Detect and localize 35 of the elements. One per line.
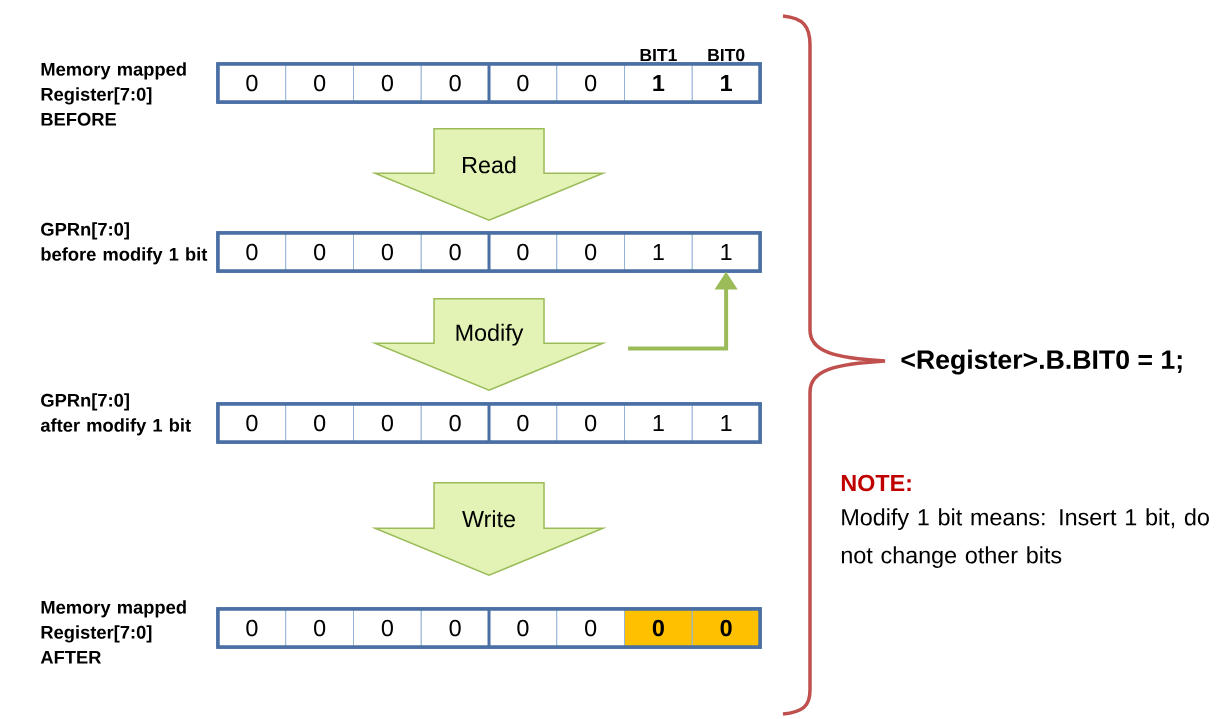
bit-cell: 0 — [624, 608, 693, 648]
bit-cell: 1 — [624, 403, 693, 443]
arrow-label: Write — [462, 510, 515, 528]
bit-cell: 0 — [285, 63, 354, 103]
block-arrow — [371, 482, 607, 577]
bit-cell: 0 — [420, 608, 490, 648]
row-label: GPRn[7:0] before modify 1 bit — [41, 222, 208, 265]
bit-cell: 0 — [556, 403, 625, 443]
note-text: Modify 1 bit means: Insert 1 bit, do not change other bits — [841, 508, 1209, 569]
arrow-label: Modify — [456, 323, 524, 346]
bit-cell: 0 — [420, 403, 490, 443]
bit-cell: 1 — [624, 63, 693, 103]
bit-cell: 0 — [556, 608, 625, 648]
code-statement: <Register>.B.BIT0 = 1; — [901, 349, 1182, 375]
bit-cell: 0 — [353, 403, 422, 443]
row-label: Memory mapped Register[7:0] BEFORE — [41, 62, 186, 126]
bit-cell: 0 — [353, 232, 422, 272]
bit-cell: 0 — [556, 63, 625, 103]
bit-cell: 0 — [556, 232, 625, 272]
block-arrow — [371, 298, 607, 392]
bit-label: BIT0 — [708, 48, 745, 62]
block-arrow — [371, 128, 607, 222]
row-label: GPRn[7:0] after modify 1 bit — [40, 393, 191, 436]
bit-cell: 0 — [353, 63, 422, 103]
bit-cell: 0 — [420, 232, 490, 272]
bit-cell: 0 — [285, 232, 354, 272]
bit-label: BIT1 — [640, 49, 677, 61]
note-heading: NOTE: — [841, 474, 911, 492]
bit-cell: 0 — [353, 608, 422, 648]
row-label: Memory mapped Register[7:0] AFTER — [40, 600, 186, 664]
bit-cell: 0 — [420, 63, 490, 103]
arrow-label: Read — [463, 156, 516, 174]
bit-cell: 0 — [285, 608, 354, 648]
bit-cell: 0 — [285, 403, 354, 443]
bit-cell: 1 — [624, 232, 693, 272]
